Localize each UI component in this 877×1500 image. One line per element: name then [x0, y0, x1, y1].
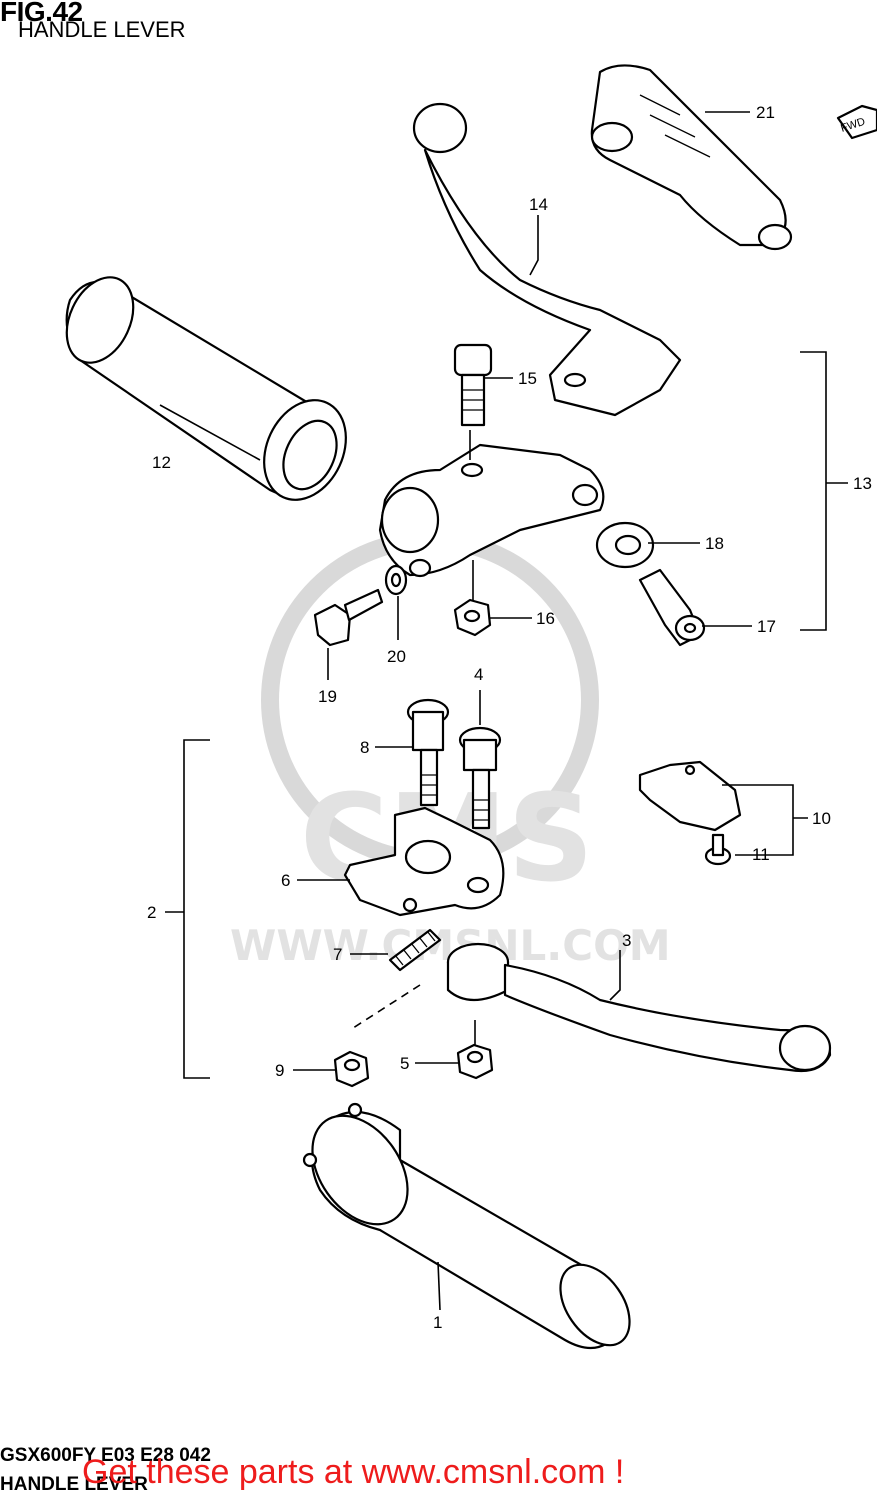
- part-8-pivot-bolt: [406, 698, 450, 807]
- part-11-screw: [704, 833, 732, 866]
- part-16-nut: [453, 598, 492, 637]
- callout-17: 17: [757, 617, 776, 636]
- callout-3: 3: [622, 931, 631, 950]
- callout-21: 21: [756, 103, 775, 122]
- callout-8: 8: [360, 738, 369, 757]
- callout-16: 16: [536, 609, 555, 628]
- part-20-washer: [384, 564, 408, 596]
- callout-labels: 21 14 15 12 13 18 17 16 20 19 4 8 10 11 …: [147, 103, 872, 1332]
- part-17-adjuster-bolt: [638, 568, 706, 647]
- callout-4: 4: [474, 665, 483, 684]
- callout-9: 9: [275, 1061, 284, 1080]
- callout-19: 19: [318, 687, 337, 706]
- callout-15: 15: [518, 369, 537, 388]
- footer-subtitle: HANDLE LEVER: [0, 1474, 148, 1495]
- callout-11: 11: [752, 845, 770, 864]
- callout-7: 7: [333, 945, 342, 964]
- part-13-bracket: [378, 443, 605, 578]
- callout-18: 18: [705, 534, 724, 553]
- part-1-throttle-grip: [302, 1102, 631, 1350]
- part-6-holder: [343, 806, 505, 917]
- leader-lines: [159, 111, 848, 1311]
- diagram-code: GSX600FY E03 E28 042: [0, 1445, 211, 1466]
- get-parts-link[interactable]: Get these parts at www.cmsnl.com !: [82, 1453, 625, 1491]
- callout-10: 10: [812, 809, 831, 828]
- callout-14: 14: [529, 195, 548, 214]
- callout-2: 2: [147, 903, 156, 922]
- part-10-switch: [638, 760, 742, 832]
- figure-subtitle: HANDLE LEVER: [18, 17, 186, 42]
- callout-13: 13: [853, 474, 872, 493]
- part-3-brake-lever: [446, 942, 832, 1073]
- part-9-nut: [333, 1050, 370, 1088]
- part-15-bolt: [453, 343, 493, 427]
- part-18-adjuster: [595, 521, 655, 569]
- figure-title: FIG.42: [0, 0, 83, 27]
- part-19-bolt: [313, 588, 384, 647]
- part-5-nut: [456, 1043, 494, 1080]
- callout-5: 5: [400, 1054, 409, 1073]
- fwd-arrow-icon: FWD: [836, 104, 877, 140]
- part-7-spring: [388, 928, 442, 972]
- callout-20: 20: [387, 647, 406, 666]
- part-12-left-grip: [65, 276, 347, 501]
- part-21-housing: [590, 64, 793, 251]
- callout-12: 12: [152, 453, 171, 472]
- part-4-bolt: [458, 726, 502, 830]
- callout-1: 1: [433, 1313, 442, 1332]
- callout-6: 6: [281, 871, 290, 890]
- part-14-clutch-lever: [412, 102, 682, 417]
